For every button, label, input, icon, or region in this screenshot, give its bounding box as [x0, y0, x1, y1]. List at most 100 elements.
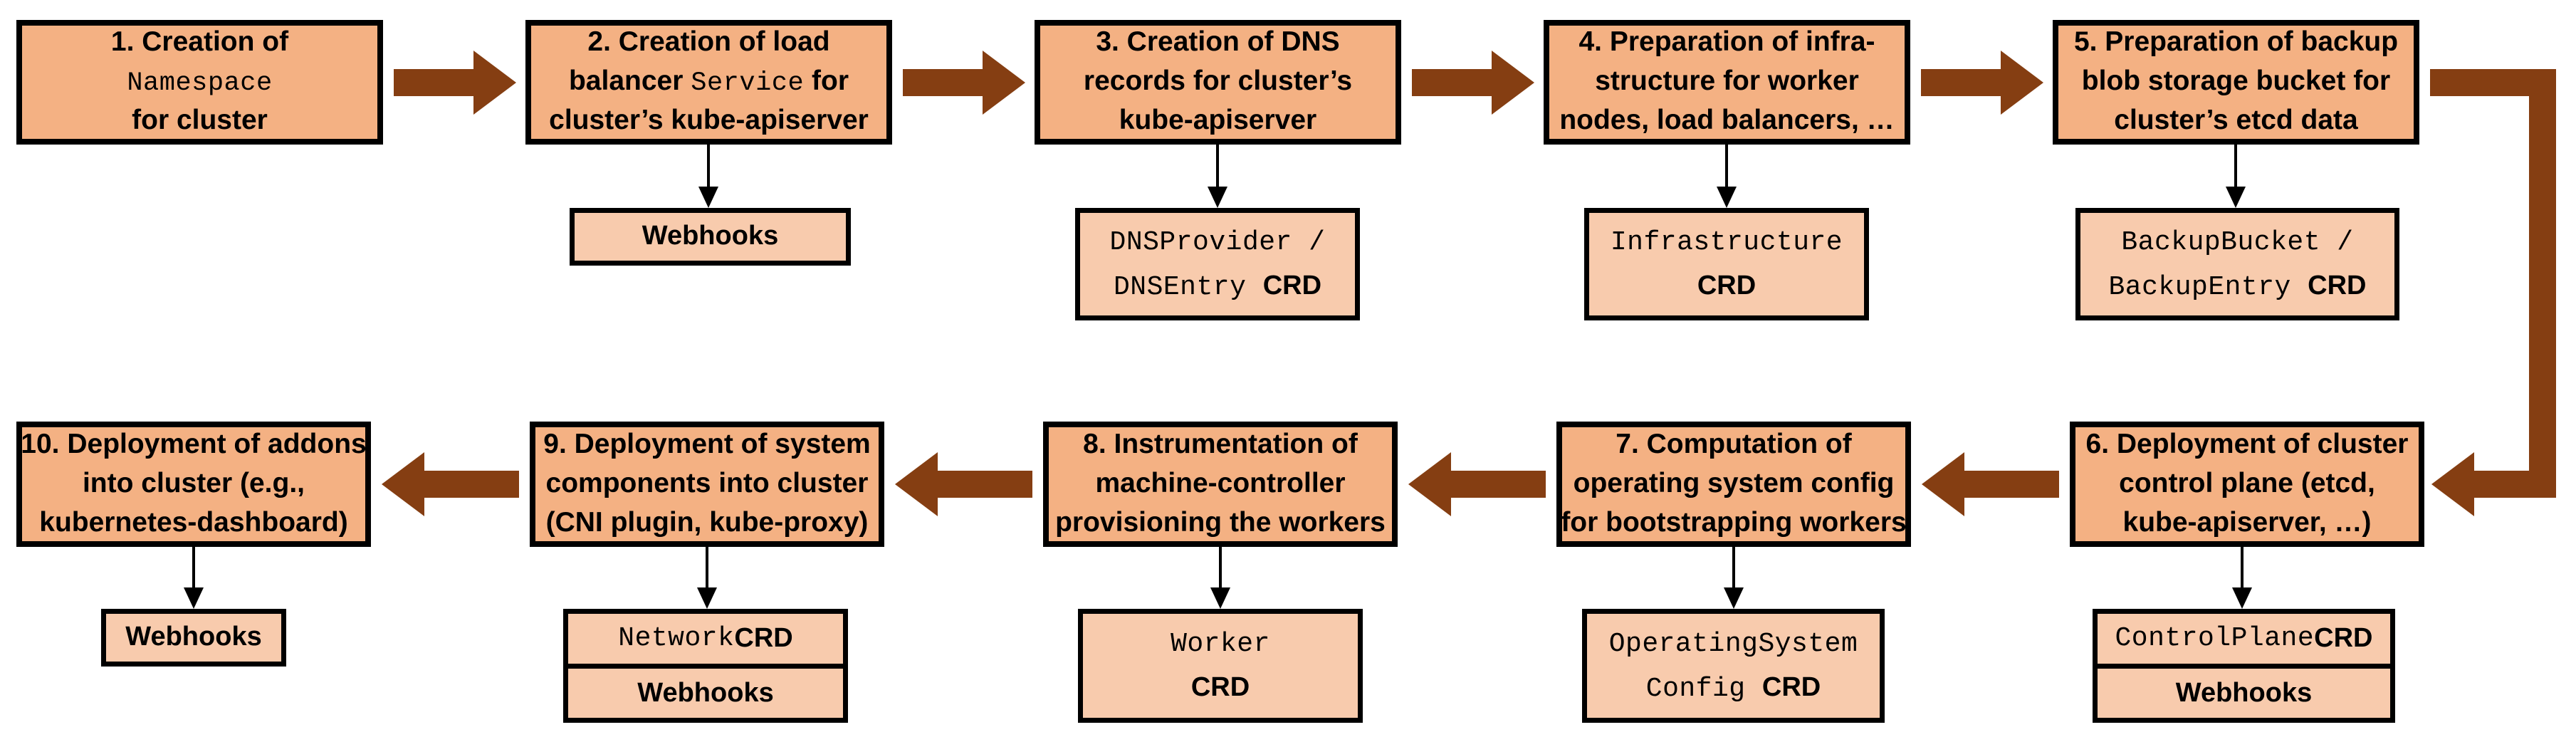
arrow-down-icon	[184, 587, 204, 609]
arrow-down-icon	[1724, 587, 1744, 609]
dnsprovider-code: DNSProvider /	[1109, 227, 1326, 258]
step-4-box: 4. Preparation of infra- structure for w…	[1544, 20, 1910, 145]
worker-crd-box: Worker CRD	[1078, 609, 1363, 723]
step-5-box: 5. Preparation of backup blob storage bu…	[2053, 20, 2419, 145]
service-code: Service	[691, 68, 805, 98]
arrow-down-icon	[697, 587, 717, 609]
arrow-shaft	[1921, 69, 2003, 96]
step-9-line-1: 9. Deployment of system	[543, 428, 871, 459]
arrow-head-left-icon	[382, 452, 424, 516]
arrow-head-right-icon	[1492, 51, 1534, 115]
step-2-line-1: 2. Creation of load	[587, 26, 830, 57]
crd-label: CRD	[1190, 672, 1250, 702]
step-6-line-2: control plane (etcd,	[2119, 467, 2375, 498]
webhooks-box-step2: Webhooks	[570, 208, 851, 266]
arrow-shaft	[903, 69, 985, 96]
arrow-shaft	[423, 471, 519, 498]
step-6-line-1: 6. Deployment of cluster	[2085, 428, 2409, 459]
step-8-line-3: provisioning the workers	[1055, 506, 1386, 538]
arrow-head-left-icon	[1922, 452, 1964, 516]
network-crd-row: Network CRD	[568, 614, 843, 669]
step-6-box: 6. Deployment of cluster control plane (…	[2070, 422, 2424, 547]
step-1-text: 1. Creation of	[110, 26, 289, 57]
crd-label: CRD	[1262, 271, 1322, 301]
crd-label: CRD	[2314, 623, 2373, 654]
config-code: Config	[1645, 674, 1762, 704]
backup-crd-box: BackupBucket / BackupEntry CRD	[2075, 208, 2399, 320]
arrow-shaft	[394, 69, 476, 96]
dns-crd-box: DNSProvider / DNSEntry CRD	[1075, 208, 1360, 320]
arrow-shaft	[936, 471, 1032, 498]
arrow-down-icon	[1210, 587, 1230, 609]
arrow-down-icon	[1717, 187, 1737, 208]
step-3-line-2: records for cluster’s	[1083, 66, 1353, 96]
step-1-line-1: 1. Creation of	[111, 23, 288, 63]
step-2-line-3: cluster’s kube-apiserver	[549, 105, 869, 135]
arrow-shaft	[1412, 69, 1494, 96]
step-6-line-3: kube-apiserver, …)	[2122, 506, 2372, 538]
elbow-vertical-segment	[2529, 69, 2556, 498]
backupentry-code: BackupEntry	[2108, 272, 2308, 303]
step-4-line-1: 4. Preparation of infra-	[1578, 26, 1875, 57]
step-7-line-3: for bootstrapping workers	[1561, 506, 1907, 538]
step-1-box: 1. Creation of Namespace for cluster	[16, 20, 383, 145]
webhooks-label: Webhooks	[637, 677, 774, 708]
worker-code: Worker	[1171, 629, 1270, 659]
arrow-shaft	[1963, 471, 2059, 498]
step-3-line-3: kube-apiserver	[1119, 105, 1317, 135]
arrow-down-icon	[2232, 587, 2252, 609]
step-1-line-3: for cluster	[132, 105, 268, 135]
step-5-line-1: 5. Preparation of backup	[2073, 26, 2399, 57]
step-10-line-2: into cluster (e.g.,	[82, 467, 305, 498]
infrastructure-crd-box: Infrastructure CRD	[1584, 208, 1869, 320]
arrow-head-left-icon	[2431, 452, 2474, 516]
step-10-box: 10. Deployment of addons into cluster (e…	[16, 422, 371, 547]
webhooks-box-step10: Webhooks	[101, 609, 286, 667]
arrow-down-icon	[2226, 187, 2246, 208]
step-2-line-2: balancer Service for	[568, 66, 849, 98]
elbow-bottom-segment	[2473, 471, 2556, 498]
arrow-down-icon	[1208, 187, 1227, 208]
step-2-box: 2. Creation of load balancer Service for…	[525, 20, 892, 145]
step-8-box: 8. Instrumentation of machine-controller…	[1043, 422, 1398, 547]
controlplane-crd-row: ControlPlane CRD	[2098, 614, 2390, 669]
webhooks-row-step9: Webhooks	[568, 669, 843, 719]
step-9-line-2: components into cluster	[545, 467, 869, 498]
operatingsystemconfig-crd-box: OperatingSystem Config CRD	[1582, 609, 1885, 723]
step-9-line-3: (CNI plugin, kube-proxy)	[545, 506, 869, 538]
webhooks-label: Webhooks	[125, 622, 262, 652]
step-10-line-1: 10. Deployment of addons	[21, 428, 367, 459]
infrastructure-code: Infrastructure	[1610, 227, 1843, 258]
step-4-line-3: nodes, load balancers, …	[1559, 105, 1895, 135]
step-9-box: 9. Deployment of system components into …	[530, 422, 884, 547]
crd-label: CRD	[2308, 271, 2367, 301]
operatingsystem-code: OperatingSystem	[1608, 629, 1858, 659]
step-5-line-3: cluster’s etcd data	[2114, 105, 2358, 135]
arrow-down-icon	[698, 187, 718, 208]
step-10-line-3: kubernetes-dashboard)	[39, 506, 348, 538]
step-7-line-2: operating system config	[1573, 467, 1895, 498]
webhooks-label: Webhooks	[642, 221, 779, 251]
namespace-code: Namespace	[127, 68, 273, 98]
step-8-line-1: 8. Instrumentation of	[1083, 428, 1358, 459]
webhooks-label: Webhooks	[2175, 677, 2313, 708]
arrow-head-right-icon	[983, 51, 1025, 115]
arrow-head-right-icon	[2001, 51, 2043, 115]
step-5-line-2: blob storage bucket for	[2081, 66, 2391, 96]
network-code: Network	[618, 623, 735, 654]
arrow-head-left-icon	[1408, 452, 1451, 516]
step-3-line-1: 3. Creation of DNS	[1096, 26, 1340, 57]
step-7-box: 7. Computation of operating system confi…	[1556, 422, 1911, 547]
step-7-line-1: 7. Computation of	[1616, 428, 1852, 459]
step-3-box: 3. Creation of DNS records for cluster’s…	[1035, 20, 1401, 145]
crd-label: CRD	[734, 623, 793, 654]
webhooks-row-step6: Webhooks	[2098, 669, 2390, 719]
step-8-line-2: machine-controller	[1095, 467, 1346, 498]
arrow-head-right-icon	[473, 51, 516, 115]
step-1-line-2: Namespace	[127, 63, 272, 102]
controlplane-webhooks-stack: ControlPlane CRD Webhooks	[2093, 609, 2395, 723]
crd-label: CRD	[1697, 271, 1756, 301]
network-webhooks-stack: Network CRD Webhooks	[563, 609, 848, 723]
crd-label: CRD	[1761, 672, 1821, 702]
